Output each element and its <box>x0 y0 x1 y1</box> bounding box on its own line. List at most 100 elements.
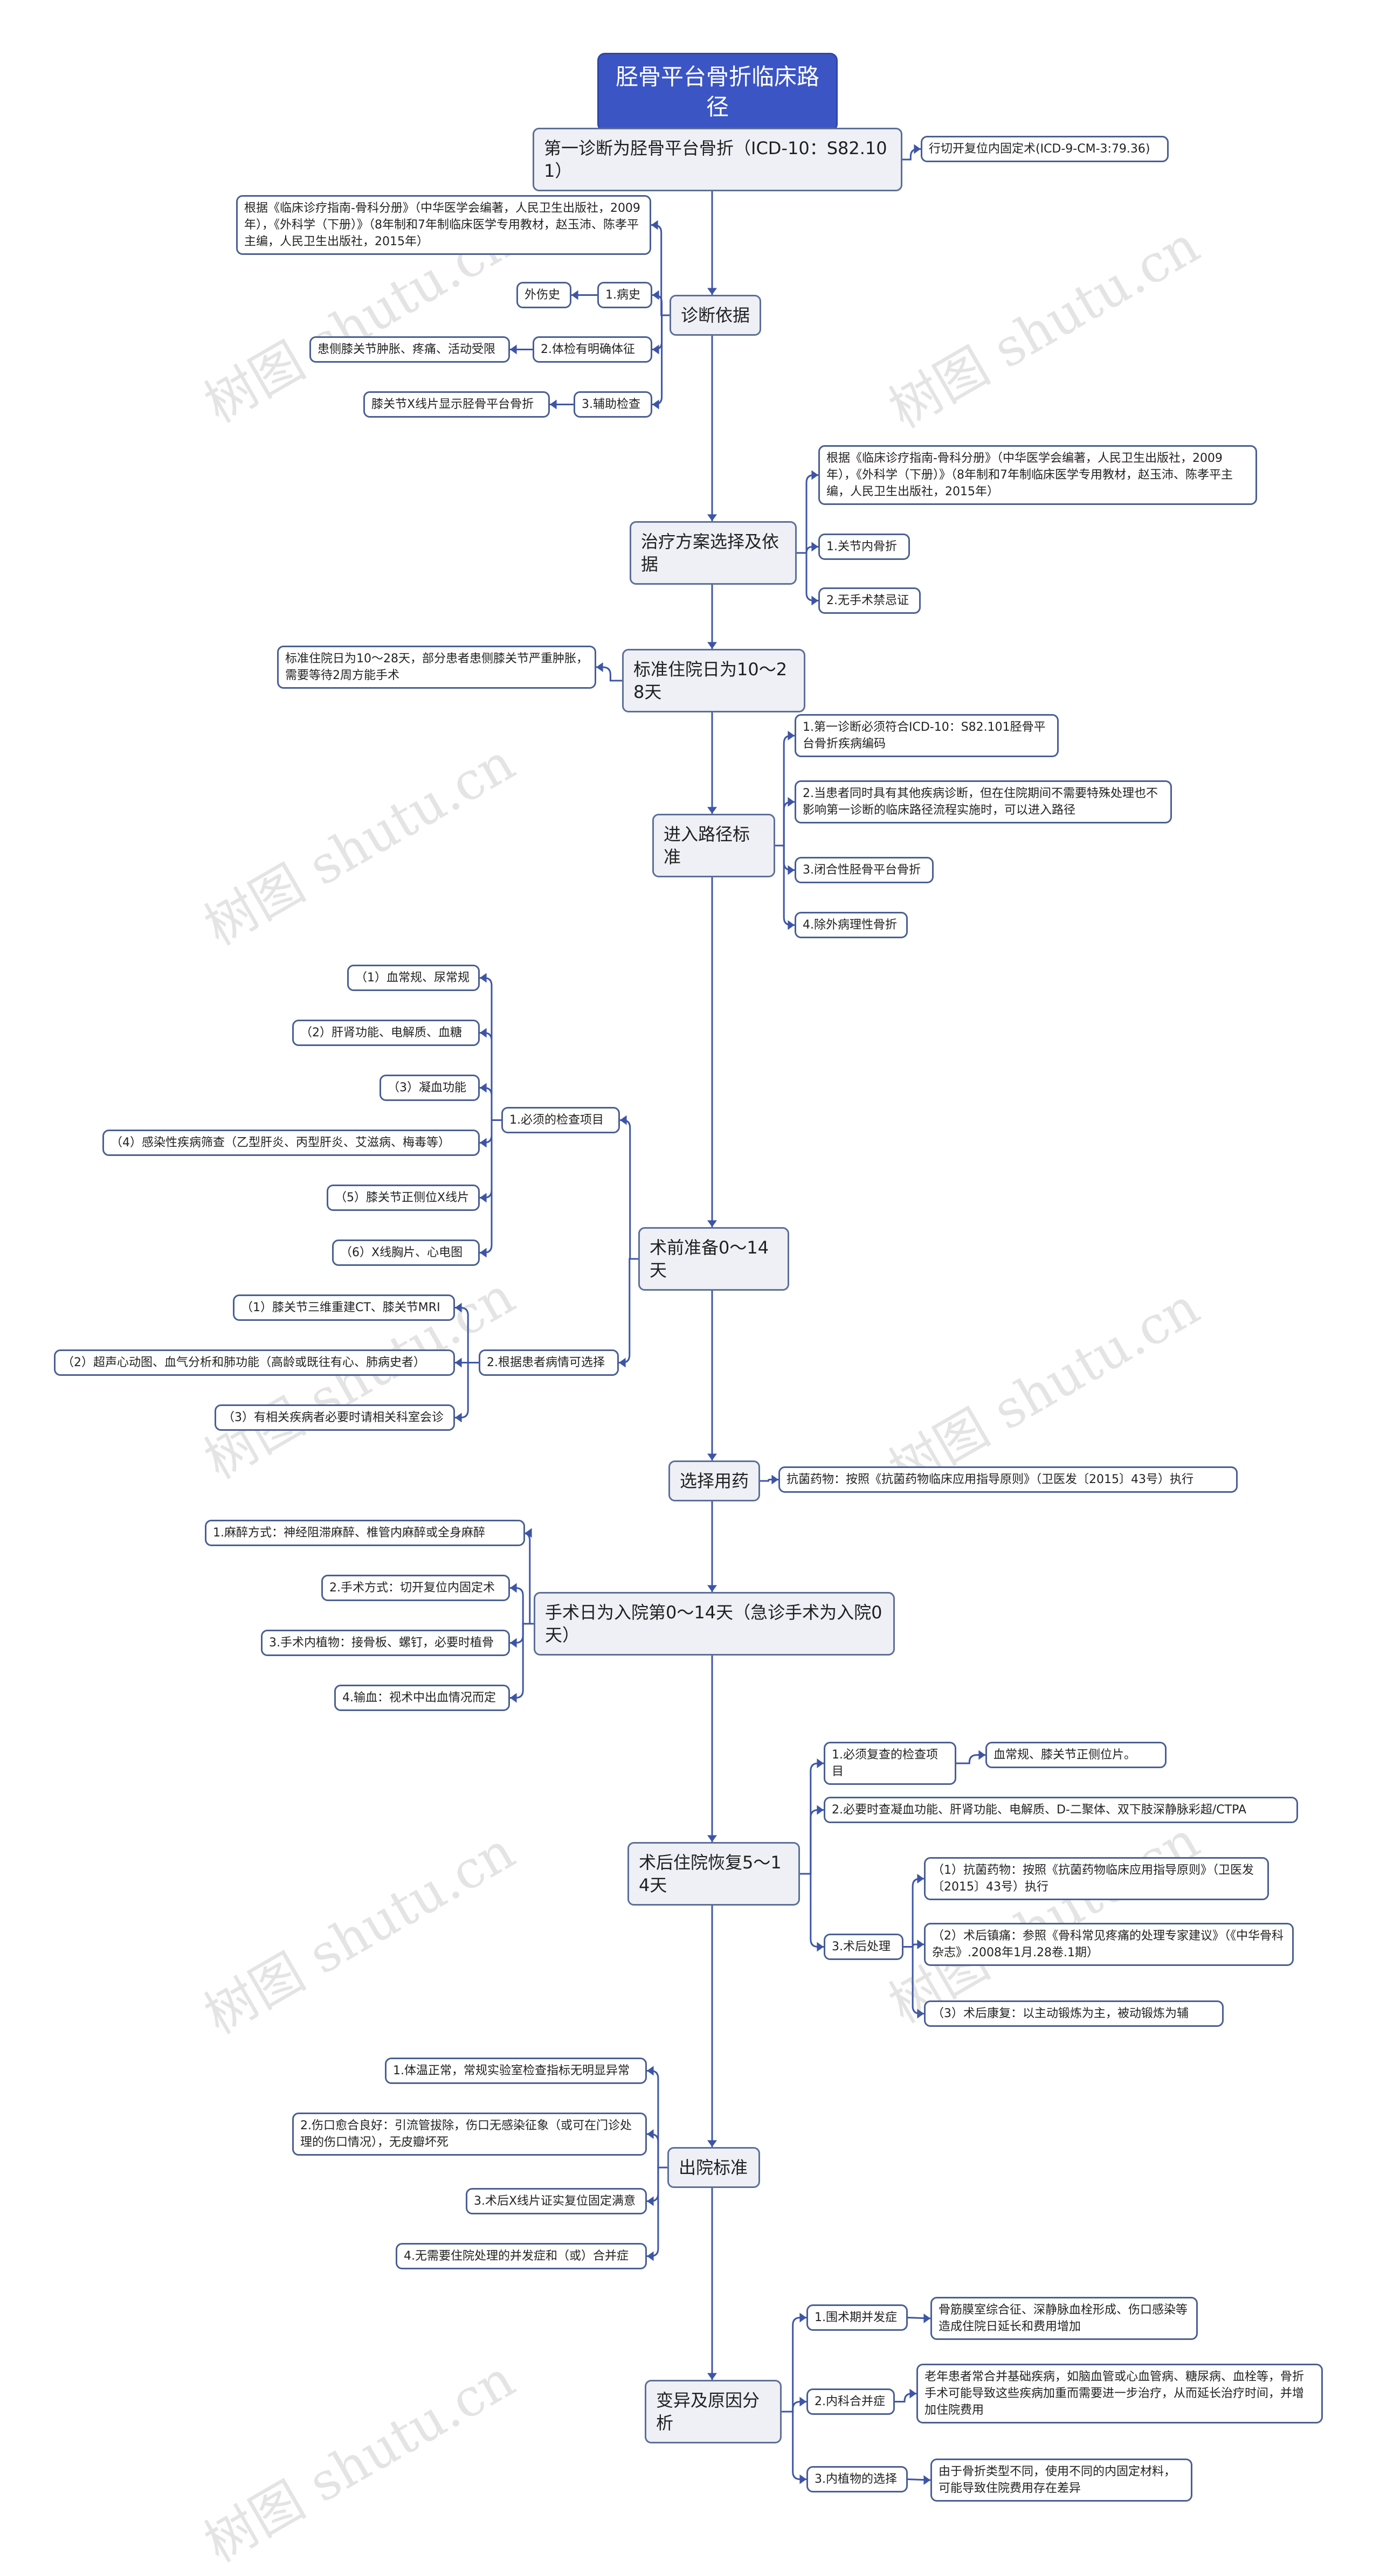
arrow-head-icon <box>707 288 717 295</box>
leaf-postop-rehab[interactable]: （3）术后康复：以主动锻炼为主，被动锻炼为辅 <box>924 2000 1224 2027</box>
leaf-discharge-3[interactable]: 3.术后X线片证实复位固定满意 <box>466 2188 647 2214</box>
branch-medication[interactable]: 选择用药 <box>668 1460 760 1501</box>
leaf-entry-1[interactable]: 1.第一诊断必须符合ICD-10：S82.101胫骨平台骨折疾病编码 <box>795 714 1059 757</box>
leaf-test-2[interactable]: （2）肝肾功能、电解质、血糖 <box>292 1020 480 1046</box>
sub-implant-choice[interactable]: 3.内植物的选择 <box>806 2466 908 2492</box>
connector-line <box>480 1032 501 1121</box>
arrow-head-icon <box>480 1138 487 1148</box>
branch-postop-recovery[interactable]: 术后住院恢复5～14天 <box>627 1842 800 1906</box>
arrow-head-icon <box>707 807 717 814</box>
connector-line <box>510 1623 534 1699</box>
arrow-head-icon <box>510 344 517 355</box>
connector-line <box>775 801 795 847</box>
branch-discharge-criteria[interactable]: 出院标准 <box>667 2147 760 2188</box>
leaf-implant-detail[interactable]: 由于骨折类型不同，使用不同的内固定材料，可能导致住院费用存在差异 <box>930 2459 1192 2502</box>
arrow-head-icon <box>647 2129 654 2139</box>
leaf-entry-2[interactable]: 2.当患者同时具有其他疾病诊断，但在住院期间不需要特殊处理也不影响第一诊断的临床… <box>795 780 1172 823</box>
leaf-recheck-detail[interactable]: 血常规、膝关节正侧位片。 <box>985 1742 1167 1768</box>
connector-line <box>510 1623 534 1644</box>
arrow-head-icon <box>652 290 659 300</box>
connector-line <box>775 735 795 847</box>
connector-line <box>455 1362 479 1418</box>
arrow-head-icon <box>620 1115 627 1125</box>
leaf-test-4[interactable]: （4）感染性疾病筛查（乙型肝炎、丙型肝炎、艾滋病、梅毒等） <box>102 1130 480 1156</box>
leaf-test-3[interactable]: （3）凝血功能 <box>380 1075 480 1101</box>
arrow-head-icon <box>707 514 717 521</box>
arrow-head-icon <box>707 1835 717 1842</box>
leaf-intra-articular[interactable]: 1.关节内骨折 <box>818 534 910 560</box>
leaf-comorbidity-detail[interactable]: 老年患者常合并基础疾病，如脑血管或心血管病、糖尿病、血栓等，骨折手术可能导致这些… <box>916 2364 1323 2423</box>
leaf-no-contraindication[interactable]: 2.无手术禁忌证 <box>818 587 921 614</box>
connector-line <box>455 1307 479 1363</box>
leaf-knee-symptoms[interactable]: 患侧膝关节肿胀、疼痛、活动受限 <box>309 336 510 363</box>
arrow-head-icon <box>811 595 818 606</box>
branch-variation-analysis[interactable]: 变异及原因分析 <box>645 2380 782 2443</box>
branch-standard-stay[interactable]: 标准住院日为10～28天 <box>622 649 805 712</box>
branch-diagnosis-basis[interactable]: 诊断依据 <box>670 295 761 336</box>
sub-physical-signs[interactable]: 2.体检有明确体征 <box>533 336 652 363</box>
arrow-head-icon <box>510 1583 517 1593</box>
arrow-head-icon <box>799 2474 806 2484</box>
sub-periop-complications[interactable]: 1.围术期并发症 <box>806 2304 908 2331</box>
arrow-head-icon <box>510 1693 517 1703</box>
sub-required-tests[interactable]: 1.必须的检查项目 <box>501 1107 620 1133</box>
arrow-head-icon <box>914 144 921 154</box>
leaf-postop-analgesia[interactable]: （2）术后镇痛：参照《骨科常见疼痛的处理专家建议》（《中华骨科杂志》.2008年… <box>924 1923 1294 1966</box>
leaf-optional-2[interactable]: （2）超声心动图、血气分析和肺功能（高龄或既往有心、肺病史者） <box>54 1349 455 1376</box>
branch-treatment-plan[interactable]: 治疗方案选择及依据 <box>630 521 797 585</box>
leaf-implants[interactable]: 3.手术内植物：接骨板、螺钉，必要时植骨 <box>261 1630 510 1656</box>
leaf-antibiotics[interactable]: 抗菌药物：按照《抗菌药物临床应用指导原则》（卫医发〔2015〕43号）执行 <box>778 1466 1238 1493</box>
leaf-optional-checks[interactable]: 2.必要时查凝血功能、肝肾功能、电解质、D-二聚体、双下肢深静脉彩超/CTPA <box>824 1797 1298 1823</box>
leaf-entry-3[interactable]: 3.闭合性胫骨平台骨折 <box>795 857 934 883</box>
leaf-transfusion[interactable]: 4.输血：视术中出血情况而定 <box>334 1685 510 1711</box>
leaf-treatment-reference[interactable]: 根据《临床诊疗指南-骨科分册》（中华医学会编著，人民卫生出版社，2009年），《… <box>818 445 1257 505</box>
arrow-head-icon <box>788 797 795 807</box>
leaf-entry-4[interactable]: 4.除外病理性骨折 <box>795 912 908 938</box>
branch-entry-criteria[interactable]: 进入路径标准 <box>652 814 775 877</box>
connector-line <box>797 552 818 601</box>
leaf-optional-1[interactable]: （1）膝关节三维重建CT、膝关节MRI <box>233 1294 455 1321</box>
leaf-optional-3[interactable]: （3）有相关疾病者必要时请相关科室会诊 <box>215 1404 455 1431</box>
root-topic[interactable]: 胫骨平台骨折临床路径 <box>597 53 838 131</box>
arrow-head-icon <box>811 470 818 480</box>
connector-line <box>480 1119 501 1144</box>
connector-line <box>620 1119 638 1260</box>
leaf-complications-detail[interactable]: 骨筋膜室综合征、深静脉血栓形成、伤口感染等造成住院日延长和费用增加 <box>930 2297 1198 2340</box>
branch-first-diagnosis[interactable]: 第一诊断为胫骨平台骨折（ICD-10：S82.101） <box>533 128 902 191</box>
connector-line <box>647 2070 667 2169</box>
connector-line <box>480 1119 501 1199</box>
arrow-head-icon <box>455 1358 462 1368</box>
leaf-stay-detail[interactable]: 标准住院日为10～28天，部分患者患侧膝关节严重肿胀，需要等待2周方能手术 <box>277 646 596 689</box>
sub-postop-care[interactable]: 3.术后处理 <box>824 1934 903 1960</box>
leaf-discharge-4[interactable]: 4.无需要住院处理的并发症和（或）合并症 <box>396 2243 647 2269</box>
sub-optional-tests[interactable]: 2.根据患者病情可选择 <box>479 1349 619 1376</box>
branch-surgery-day[interactable]: 手术日为入院第0～14天（急诊手术为入院0天） <box>534 1592 895 1656</box>
leaf-diagnosis-reference[interactable]: 根据《临床诊疗指南-骨科分册》（中华医学会编著，人民卫生出版社，2009年），《… <box>236 195 651 255</box>
arrow-head-icon <box>811 542 818 552</box>
leaf-anesthesia[interactable]: 1.麻醉方式：神经阻滞麻醉、椎管内麻醉或全身麻醉 <box>205 1520 525 1546</box>
arrow-head-icon <box>707 2140 717 2147</box>
arrow-head-icon <box>707 642 717 649</box>
arrow-head-icon <box>817 1942 824 1952</box>
sub-recheck-tests[interactable]: 1.必须复查的检查项目 <box>824 1742 956 1785</box>
connector-line <box>647 2166 667 2202</box>
arrow-head-icon <box>550 399 557 410</box>
leaf-test-6[interactable]: （6）X线胸片、心电图 <box>332 1239 480 1266</box>
sub-auxiliary-exam[interactable]: 3.辅助检查 <box>574 391 652 418</box>
leaf-discharge-1[interactable]: 1.体温正常，常规实验室检查指标无明显异常 <box>385 2058 647 2084</box>
leaf-test-1[interactable]: （1）血常规、尿常规 <box>347 965 480 991</box>
leaf-discharge-2[interactable]: 2.伤口愈合良好：引流管拔除，伤口无感染征象（或可在门诊处理的伤口情况），无皮瓣… <box>292 2113 647 2156</box>
leaf-postop-antibiotics[interactable]: （1）抗菌药物：按照《抗菌药物临床应用指导原则》（卫医发〔2015〕43号）执行 <box>924 1857 1269 1900</box>
connector-line <box>760 1479 778 1482</box>
branch-preop-prep[interactable]: 术前准备0～14天 <box>638 1227 789 1291</box>
leaf-test-5[interactable]: （5）膝关节正侧位X线片 <box>327 1185 480 1211</box>
sub-history[interactable]: 1.病史 <box>597 282 652 308</box>
leaf-trauma-history[interactable]: 外伤史 <box>516 282 571 308</box>
connector-line <box>903 1878 924 1948</box>
leaf-surgery-method[interactable]: 2.手术方式：切开复位内固定术 <box>321 1575 510 1601</box>
leaf-surgery-code[interactable]: 行切开复位内固定术(ICD-9-CM-3:79.36) <box>921 136 1169 162</box>
leaf-xray-finding[interactable]: 膝关节X线片显示胫骨平台骨折 <box>363 391 550 418</box>
arrow-head-icon <box>771 1474 778 1485</box>
sub-medical-comorbidity[interactable]: 2.内科合并症 <box>806 2388 895 2415</box>
connector-line <box>652 314 670 405</box>
